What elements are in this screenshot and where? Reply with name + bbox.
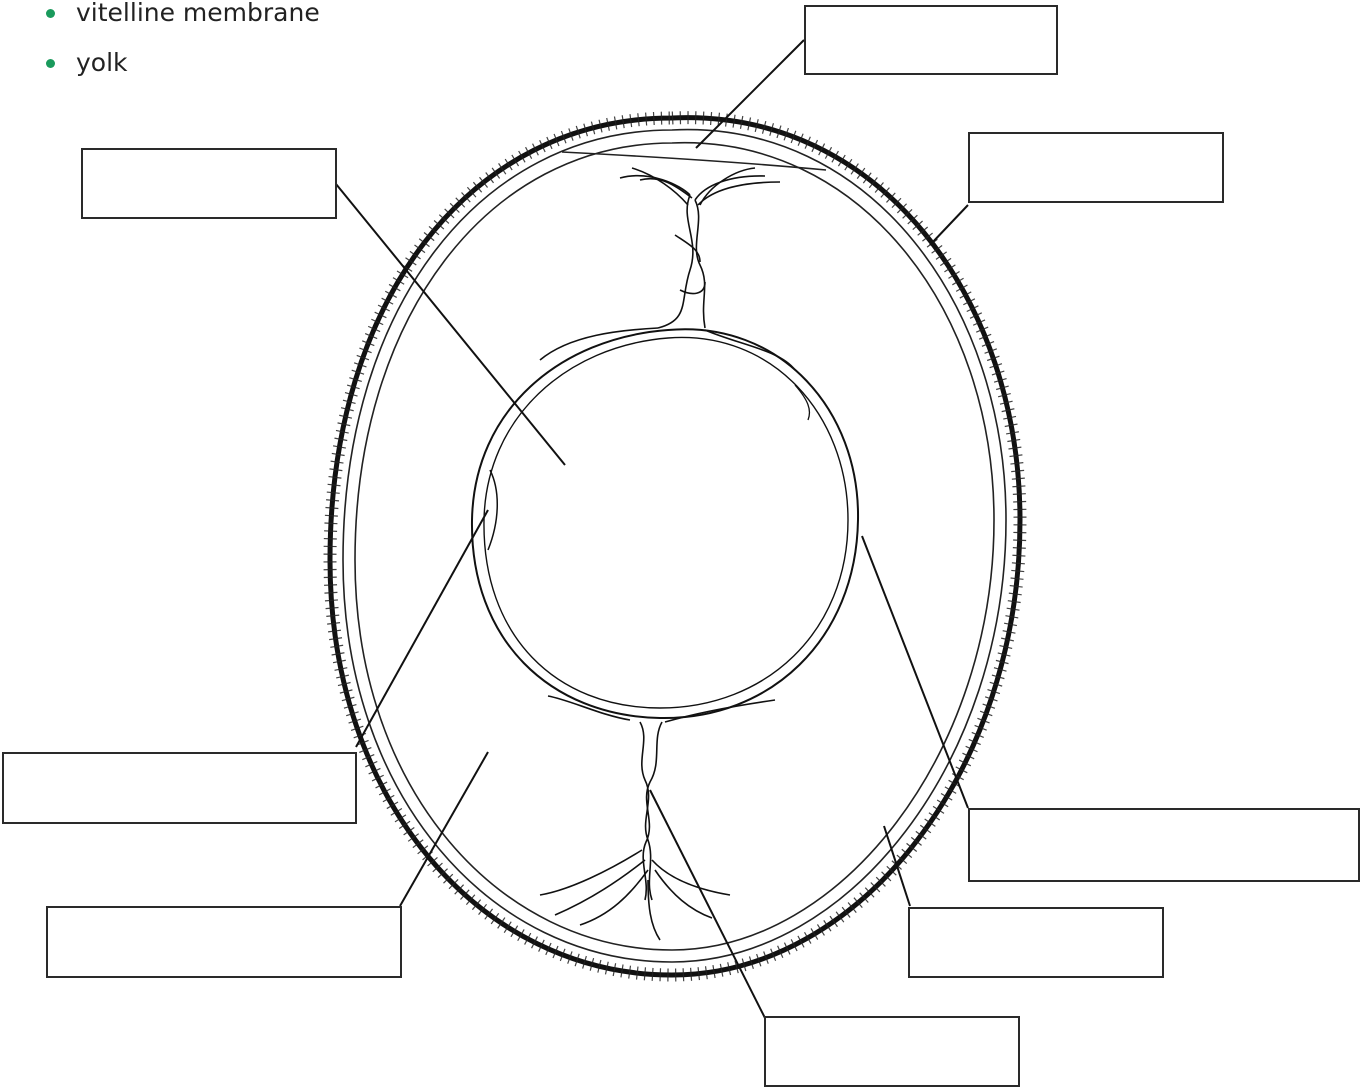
label-box-bottom-center[interactable] [764, 1016, 1020, 1087]
leader-lines [336, 40, 968, 1018]
yolk [472, 329, 858, 718]
chalaza-top [540, 168, 795, 370]
label-box-bottom-right[interactable] [908, 907, 1164, 978]
label-box-bottom-left[interactable] [46, 906, 402, 978]
label-box-middle-left[interactable] [2, 752, 357, 824]
shell-membrane [355, 143, 994, 950]
label-box-top-right[interactable] [968, 132, 1224, 203]
label-box-top-left[interactable] [81, 148, 337, 219]
air-cell [562, 152, 826, 170]
chalaza-bottom [540, 696, 775, 940]
label-box-right-lower[interactable] [968, 808, 1360, 882]
label-box-top-center[interactable] [804, 5, 1058, 75]
